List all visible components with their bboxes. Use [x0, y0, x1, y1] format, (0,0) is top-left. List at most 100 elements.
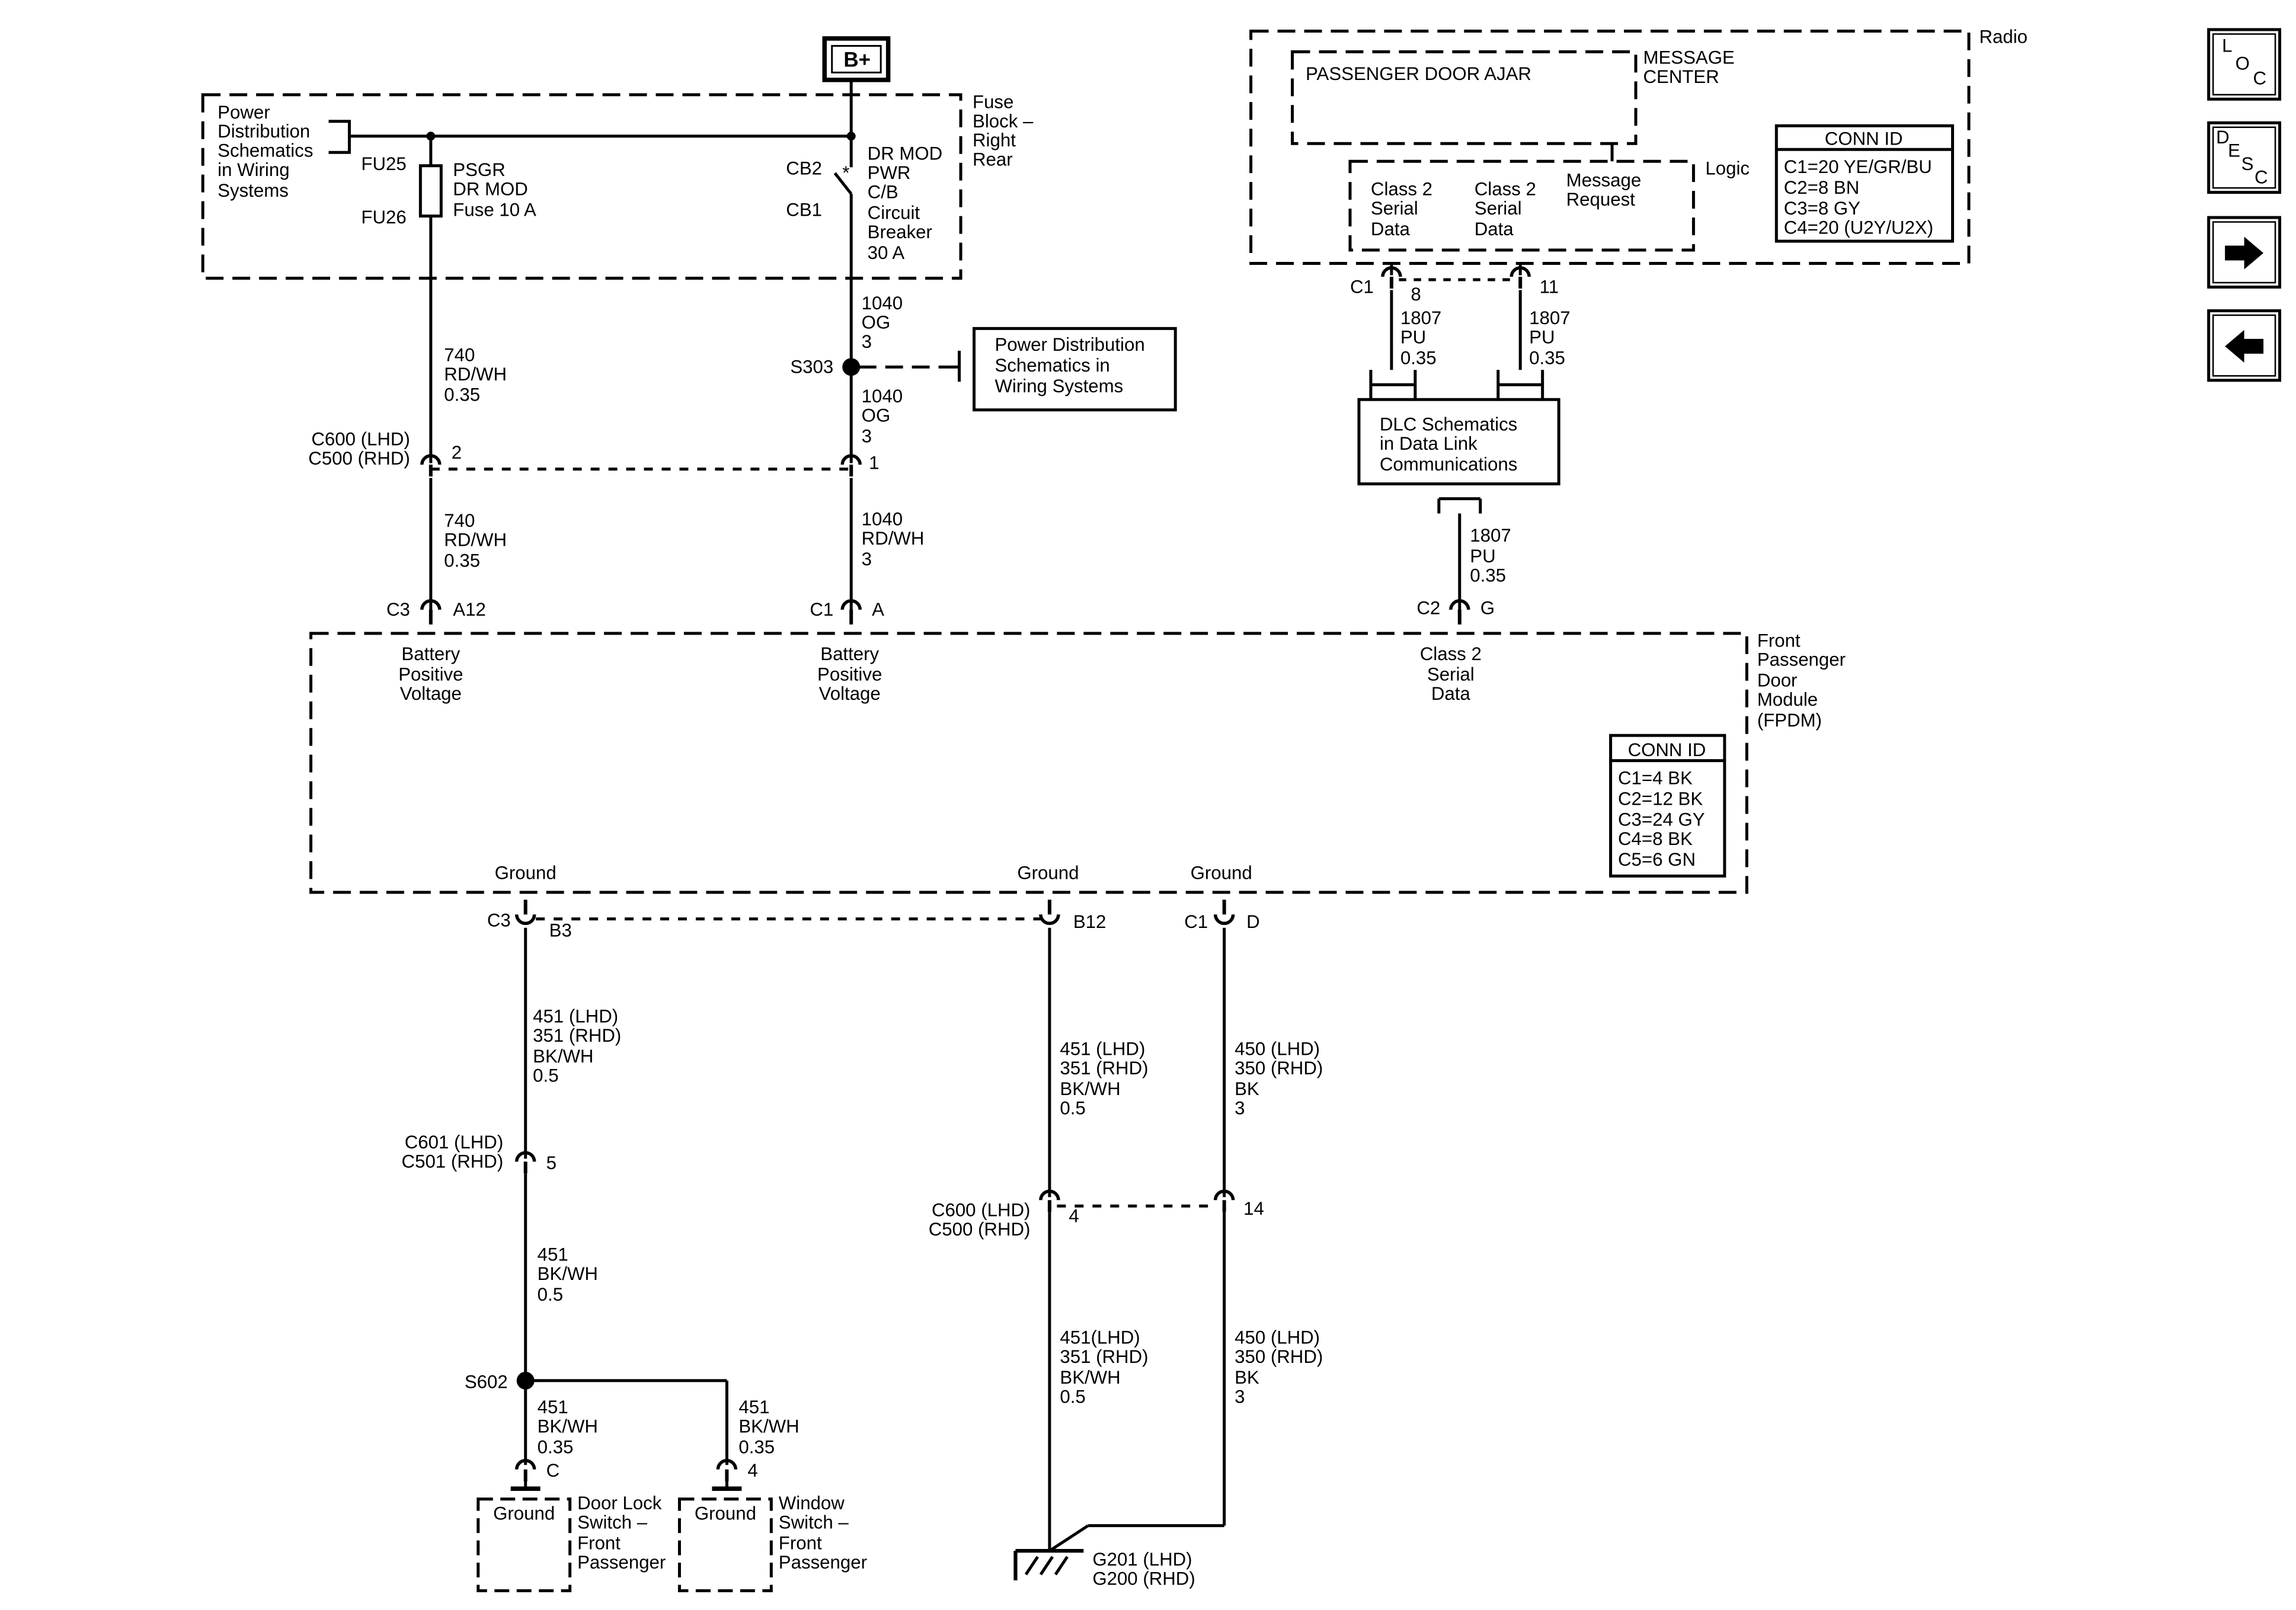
message-text: PASSENGER DOOR AJAR [1306, 63, 1531, 84]
desc-button[interactable]: D E S C [2207, 121, 2282, 194]
svg-text:C: C [2255, 167, 2268, 188]
svg-text:451(LHD): 451(LHD) [1060, 1327, 1140, 1347]
svg-text:0.35: 0.35 [1470, 565, 1506, 585]
svg-text:Window: Window [779, 1493, 845, 1513]
door-lock-pin: C [546, 1460, 560, 1481]
svg-text:C4=8 BK: C4=8 BK [1618, 828, 1693, 849]
svg-text:G200 (RHD): G200 (RHD) [1092, 1569, 1195, 1589]
svg-text:CENTER: CENTER [1643, 66, 1719, 87]
svg-text:BK: BK [1235, 1078, 1259, 1099]
svg-text:451 (LHD): 451 (LHD) [1060, 1039, 1145, 1060]
svg-text:3: 3 [862, 549, 872, 569]
svg-text:0.35: 0.35 [1529, 347, 1565, 368]
svg-text:PWR: PWR [868, 162, 911, 183]
svg-text:451: 451 [738, 1397, 769, 1417]
connector-pin: 2 [452, 442, 462, 463]
svg-text:C500 (RHD): C500 (RHD) [929, 1219, 1031, 1240]
forward-button[interactable] [2207, 216, 2282, 289]
svg-text:0.5: 0.5 [1060, 1097, 1085, 1118]
fpdm-module [309, 632, 1748, 894]
svg-text:0.35: 0.35 [444, 550, 480, 571]
svg-text:Data: Data [1431, 683, 1471, 704]
svg-text:Class 2: Class 2 [1420, 644, 1482, 664]
wire-label-1040-lower: 1040 RD/WH 3 [862, 509, 925, 569]
fuse-block-name: Fuse Block – Right Rear [973, 91, 1034, 169]
svg-text:30 A: 30 A [868, 242, 905, 263]
svg-text:CONN ID: CONN ID [1628, 740, 1706, 760]
connector-c600-name: C600 (LHD) C500 (RHD) [929, 1200, 1031, 1240]
battery-label: B+ [843, 48, 871, 71]
svg-text:Battery: Battery [820, 644, 879, 664]
svg-text:S: S [2241, 153, 2254, 174]
window-switch-pin: 4 [747, 1460, 757, 1481]
svg-text:350 (RHD): 350 (RHD) [1235, 1346, 1323, 1367]
loc-button[interactable]: L O C [2207, 28, 2282, 101]
module-pin-b12: B12 [1073, 911, 1107, 932]
radio-connector: C1 [1350, 276, 1374, 297]
svg-text:Wiring Systems: Wiring Systems [994, 376, 1123, 396]
svg-text:0.35: 0.35 [538, 1436, 574, 1457]
svg-text:740: 740 [444, 344, 475, 365]
ground-symbol [1013, 1548, 1084, 1581]
arrow-right-icon [2225, 236, 2264, 270]
svg-text:3: 3 [1235, 1386, 1245, 1407]
svg-text:MESSAGE: MESSAGE [1643, 47, 1734, 68]
svg-text:BK/WH: BK/WH [738, 1416, 799, 1436]
connector-c600-name: C600 (LHD) C500 (RHD) [308, 429, 410, 469]
module-pin-g: G [1480, 597, 1495, 618]
wire-label-450-b: 450 (LHD) 350 (RHD) BK 3 [1235, 1327, 1323, 1407]
svg-text:Module: Module [1757, 689, 1818, 710]
svg-text:1807: 1807 [1470, 525, 1511, 546]
module-pin-name: Battery Positive Voltage [817, 644, 882, 704]
svg-text:Data: Data [1475, 219, 1514, 239]
svg-text:1040: 1040 [862, 509, 903, 530]
svg-text:C2=8 BN: C2=8 BN [1784, 177, 1859, 198]
svg-text:Positive: Positive [817, 664, 882, 685]
module-pin-name: Battery Positive Voltage [398, 644, 463, 704]
wire-label-451-c: 451 BK/WH 0.35 [538, 1397, 598, 1457]
wire-label-1040-middle: 1040 OG 3 [862, 386, 903, 446]
cb-label-cb2: CB2 [786, 158, 822, 179]
wire-label-450-a: 450 (LHD) 350 (RHD) BK 3 [1235, 1039, 1323, 1119]
svg-text:0.35: 0.35 [444, 385, 480, 405]
connector-c601-name: C601 (LHD) C501 (RHD) [402, 1132, 504, 1172]
svg-text:451: 451 [538, 1244, 568, 1265]
svg-text:1807: 1807 [1400, 308, 1441, 328]
svg-text:Systems: Systems [218, 180, 289, 201]
svg-text:Request: Request [1566, 189, 1636, 210]
wire-label-1807-c: 1807 PU 0.35 [1470, 525, 1511, 585]
back-button[interactable] [2207, 309, 2282, 382]
svg-text:Class 2: Class 2 [1371, 179, 1432, 200]
fpdm-name: Front Passenger Door Module (FPDM) [1757, 630, 1846, 731]
svg-text:Passenger: Passenger [577, 1552, 666, 1573]
module-connector-c1: C1 [1184, 911, 1208, 932]
svg-text:740: 740 [444, 510, 475, 531]
svg-text:Serial: Serial [1475, 198, 1522, 219]
ground-circuits [477, 917, 1226, 1593]
connector-pin: 4 [1069, 1206, 1079, 1227]
svg-text:E: E [2228, 140, 2240, 161]
svg-text:BK/WH: BK/WH [538, 1416, 598, 1436]
svg-text:Front: Front [577, 1533, 621, 1554]
module-pin-name: Class 2 Serial Data [1420, 644, 1482, 704]
wire-label-1807-b: 1807 PU 0.35 [1529, 308, 1570, 368]
radio-pin-11: 11 [1540, 276, 1559, 297]
module-pin-d: D [1246, 911, 1260, 932]
svg-text:351 (RHD): 351 (RHD) [1060, 1346, 1148, 1367]
svg-text:0.5: 0.5 [1060, 1386, 1085, 1407]
svg-text:3: 3 [862, 426, 872, 447]
wire-label-451-f: 451(LHD) 351 (RHD) BK/WH 0.5 [1060, 1327, 1148, 1407]
fpdm-conn-id-table: CONN ID C1=4 BK C2=12 BK C3=24 GY C4=8 B… [1618, 740, 1706, 870]
svg-text:RD/WH: RD/WH [444, 529, 507, 550]
message-center-name: MESSAGE CENTER [1643, 47, 1734, 87]
circuit-1040 [849, 278, 1177, 612]
wire-label-740-lower: 740 RD/WH 0.35 [444, 510, 507, 571]
radio-class2-a: Class 2 Serial Data [1371, 179, 1432, 239]
svg-text:PU: PU [1529, 327, 1555, 347]
door-lock-switch-name: Door Lock Switch – Front Passenger [577, 1493, 666, 1573]
svg-text:1807: 1807 [1529, 308, 1570, 328]
svg-text:DR MOD: DR MOD [453, 179, 528, 200]
svg-text:BK/WH: BK/WH [533, 1046, 593, 1067]
svg-text:C: C [2253, 68, 2267, 88]
svg-text:PU: PU [1400, 327, 1426, 347]
